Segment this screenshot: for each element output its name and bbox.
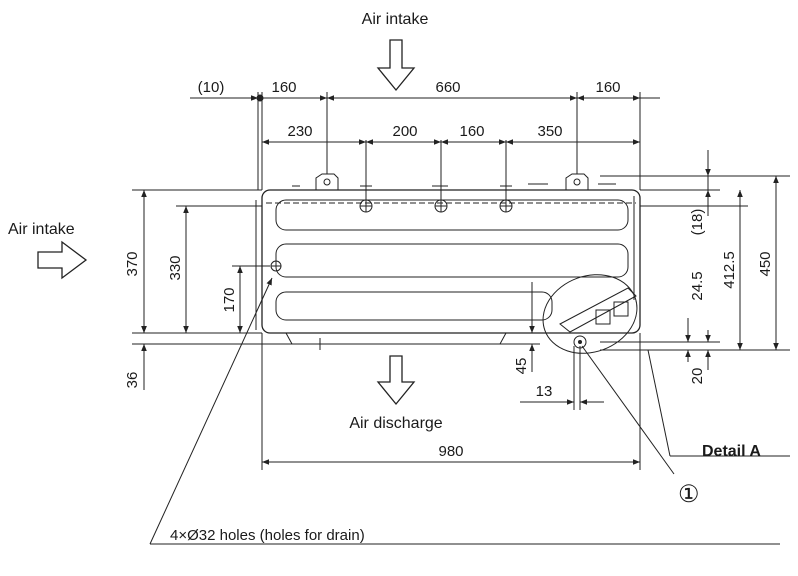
air-intake-left-label: Air intake <box>8 221 75 238</box>
left-dimension-lines <box>132 189 540 390</box>
dim-top-10: (10) <box>198 79 225 96</box>
dim-bottom-980: 980 <box>438 443 463 460</box>
air-intake-top-label: Air intake <box>362 11 429 28</box>
dim-right-412-5: 412.5 <box>721 251 738 289</box>
dim-row2-160: 160 <box>459 123 484 140</box>
dim-right-24-5: 24.5 <box>689 271 706 300</box>
air-discharge-arrow-icon <box>376 355 416 406</box>
detail-a-label: Detail A <box>702 443 761 460</box>
unit-body <box>255 173 641 350</box>
dim-bottom-13: 13 <box>536 383 553 400</box>
dim-top-160-right: 160 <box>595 79 620 96</box>
dim-top-160-left: 160 <box>271 79 296 96</box>
air-intake-top-arrow-icon <box>376 39 416 92</box>
bottom-dimension-lines <box>261 282 641 470</box>
air-discharge-label: Air discharge <box>349 415 442 432</box>
dim-row2-230: 230 <box>287 123 312 140</box>
dim-top-660: 660 <box>435 79 460 96</box>
dim-row2-200: 200 <box>392 123 417 140</box>
callout-marker: ① <box>678 481 700 508</box>
right-dimension-lines <box>600 150 790 370</box>
dim-right-450: 450 <box>757 251 774 276</box>
dim-left-170: 170 <box>221 287 238 312</box>
leader-lines <box>149 277 790 545</box>
dim-row2-350: 350 <box>537 123 562 140</box>
drain-holes-note: 4×Ø32 holes (holes for drain) <box>170 527 365 544</box>
air-intake-left-arrow-icon <box>37 240 88 280</box>
drain-holes <box>270 199 513 272</box>
top-dimension-lines <box>190 92 660 200</box>
dim-left-330: 330 <box>167 255 184 280</box>
dim-left-370: 370 <box>124 251 141 276</box>
dim-bottom-45: 45 <box>513 358 530 375</box>
dim-left-36: 36 <box>124 372 141 389</box>
dim-right-20: 20 <box>689 368 706 385</box>
dim-right-18: (18) <box>689 209 706 236</box>
